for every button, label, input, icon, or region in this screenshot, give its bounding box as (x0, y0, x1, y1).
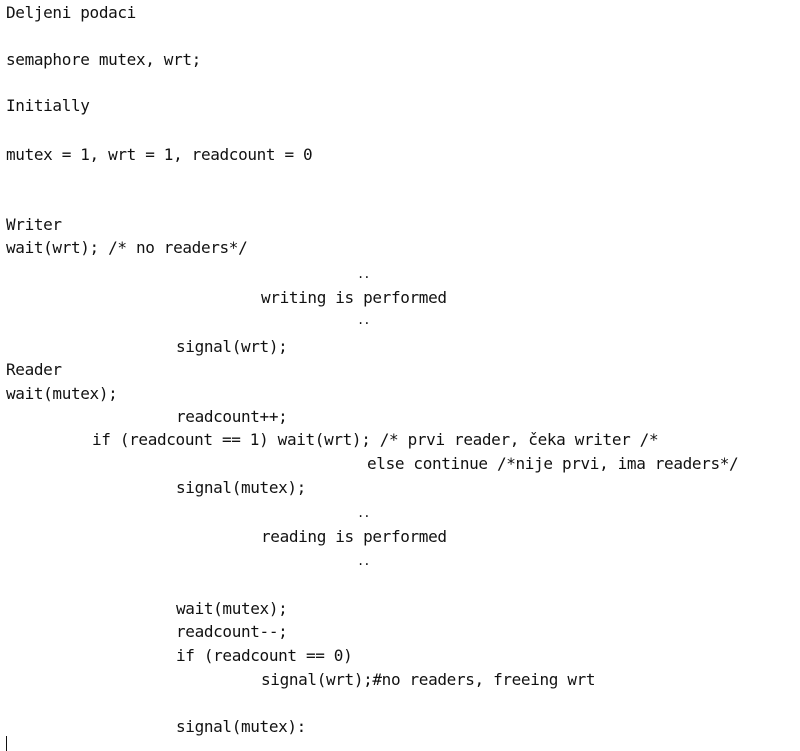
text-cursor (6, 736, 7, 751)
first-reader-check-line: if (readcount == 1) wait(wrt); /* prvi r… (92, 430, 659, 449)
last-reader-check-line: if (readcount == 0) (176, 646, 353, 665)
reader-signal-wrt-line: signal(wrt);#no readers, freeing wrt (261, 670, 596, 689)
initially-label: Initially (6, 96, 90, 115)
reader-signal-mutex-line: signal(mutex); (176, 478, 306, 497)
else-continue-line: else continue /*nije prvi, ima readers*/ (367, 454, 739, 473)
writer-signal-line: signal(wrt); (176, 337, 288, 356)
writing-performed-line: writing is performed (261, 288, 447, 307)
reader-wait-mutex-exit-line: wait(mutex); (176, 599, 288, 618)
writer-ellipsis-bottom: .. (357, 313, 370, 327)
writer-ellipsis-top: .. (357, 267, 370, 281)
writer-wait-line: wait(wrt); /* no readers*/ (6, 238, 248, 257)
reader-final-signal-mutex-line: signal(mutex): (176, 717, 306, 736)
reader-ellipsis-top: .. (357, 506, 370, 520)
reader-ellipsis-bottom: .. (357, 554, 370, 568)
reader-wait-mutex-line: wait(mutex); (6, 384, 118, 403)
writer-heading: Writer (6, 215, 62, 234)
readcount-decrement-line: readcount--; (176, 622, 288, 641)
heading-shared-data: Deljeni podaci (6, 3, 136, 22)
initial-values: mutex = 1, wrt = 1, readcount = 0 (6, 145, 313, 164)
reading-performed-line: reading is performed (261, 527, 447, 546)
semaphore-declaration: semaphore mutex, wrt; (6, 50, 201, 69)
reader-heading: Reader (6, 360, 62, 379)
readcount-increment-line: readcount++; (176, 407, 288, 426)
